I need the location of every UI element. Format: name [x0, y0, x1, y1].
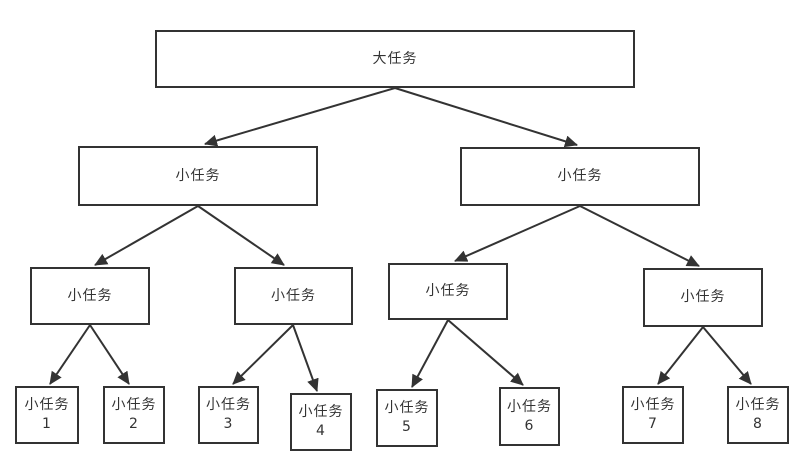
leaf-label: 小任务: [384, 400, 430, 417]
leaf-number: 4: [316, 423, 326, 439]
leaf-number: 6: [524, 417, 535, 434]
leaf-label: 小任务: [206, 397, 251, 414]
node-subtask-b: 小任务: [234, 267, 353, 325]
leaf-label: 小任务: [630, 397, 676, 414]
node-leaf-6: 小任务 6: [499, 387, 560, 446]
node-leaf-3: 小任务 3: [198, 386, 259, 444]
leaf-number: 2: [129, 416, 139, 432]
node-leaf-1: 小任务 1: [15, 386, 79, 444]
node-leaf-8: 小任务 8: [727, 386, 789, 444]
node-subtask-d: 小任务: [643, 268, 763, 327]
leaf-label: 小任务: [735, 397, 781, 414]
node-subtask-left: 小任务: [78, 146, 318, 206]
leaf-number: 7: [648, 416, 658, 432]
node-leaf-7: 小任务 7: [622, 386, 684, 444]
leaf-number: 8: [753, 416, 763, 432]
node-subtask-right: 小任务: [460, 147, 700, 206]
node-subtask-c: 小任务: [388, 263, 508, 320]
node-leaf-2: 小任务 2: [103, 386, 165, 444]
node-leaf-4: 小任务 4: [290, 393, 352, 451]
node-subtask-a: 小任务: [30, 267, 150, 325]
leaf-label: 小任务: [111, 397, 157, 414]
leaf-number: 1: [42, 416, 52, 432]
leaf-label: 小任务: [24, 397, 70, 414]
leaf-number: 5: [402, 419, 412, 435]
leaf-label: 小任务: [507, 398, 552, 415]
node-leaf-5: 小任务 5: [376, 389, 438, 447]
node-root-task: 大任务: [155, 30, 635, 88]
leaf-number: 3: [223, 416, 234, 432]
leaf-label: 小任务: [298, 404, 344, 421]
